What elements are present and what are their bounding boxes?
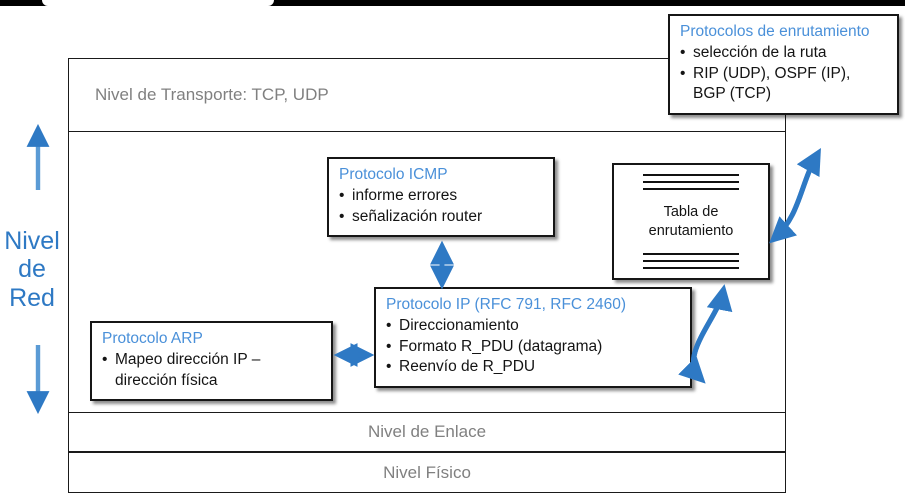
list-item: Direccionamiento	[386, 316, 680, 337]
list-item: señalización router	[339, 207, 543, 228]
box-protocol-ip-title: Protocolo IP (RFC 791, RFC 2460)	[386, 296, 627, 313]
routing-table-label-line-1: Tabla de	[663, 204, 719, 221]
list-item: Formato R_PDU (datagrama)	[386, 337, 680, 358]
box-protocol-ip-bullets: Direccionamiento Formato R_PDU (datagram…	[386, 316, 680, 378]
side-label-line-1: Nivel	[4, 226, 60, 255]
box-protocol-arp-bullets: Mapeo dirección IP – dirección física	[102, 350, 321, 392]
list-item: Mapeo dirección IP – dirección física	[102, 350, 321, 392]
box-protocol-ip: Protocolo IP (RFC 791, RFC 2460) Direcci…	[374, 287, 692, 389]
document-lines-bottom	[643, 253, 739, 269]
top-white-tab	[42, 0, 274, 6]
network-layer-side-label: Nivel de Red	[0, 127, 64, 412]
list-item: RIP (UDP), OSPF (IP), BGP (TCP)	[680, 64, 887, 106]
list-item: informe errores	[339, 186, 543, 207]
layer-enlace-label: Nivel de Enlace	[367, 422, 487, 441]
box-routing-protocols: Protocolos de enrutamiento selección de …	[668, 14, 899, 116]
box-protocol-icmp: Protocolo ICMP informe errores señalizac…	[327, 157, 555, 238]
layer-transport-label: Nivel de Transporte: TCP, UDP	[95, 85, 329, 104]
layer-transport: Nivel de Transporte: TCP, UDP	[68, 58, 786, 132]
box-routing-protocols-bullets: selección de la ruta RIP (UDP), OSPF (IP…	[680, 43, 887, 105]
box-protocol-icmp-title: Protocolo ICMP	[339, 166, 448, 183]
box-routing-protocols-title: Protocolos de enrutamiento	[680, 23, 870, 40]
layer-fisico-label: Nivel Físico	[383, 462, 471, 482]
top-black-strip	[0, 0, 905, 6]
list-item: Reenvío de R_PDU	[386, 357, 680, 378]
list-item: selección de la ruta	[680, 43, 887, 64]
layer-fisico: Nivel Físico	[68, 452, 786, 493]
routing-table-label-line-2: enrutamiento	[648, 222, 734, 239]
layer-enlace: Nivel de Enlace	[68, 412, 786, 452]
box-protocol-icmp-bullets: informe errores señalización router	[339, 186, 543, 228]
document-lines-top	[643, 174, 739, 190]
box-protocol-arp-title: Protocolo ARP	[102, 330, 203, 347]
side-label-line-2: de	[18, 255, 46, 284]
side-label-line-3: Red	[9, 283, 55, 312]
routing-table-label: Tabla de enrutamiento	[649, 203, 734, 239]
routing-table-document: Tabla de enrutamiento	[612, 163, 770, 280]
box-protocol-arp: Protocolo ARP Mapeo dirección IP – direc…	[90, 321, 333, 402]
